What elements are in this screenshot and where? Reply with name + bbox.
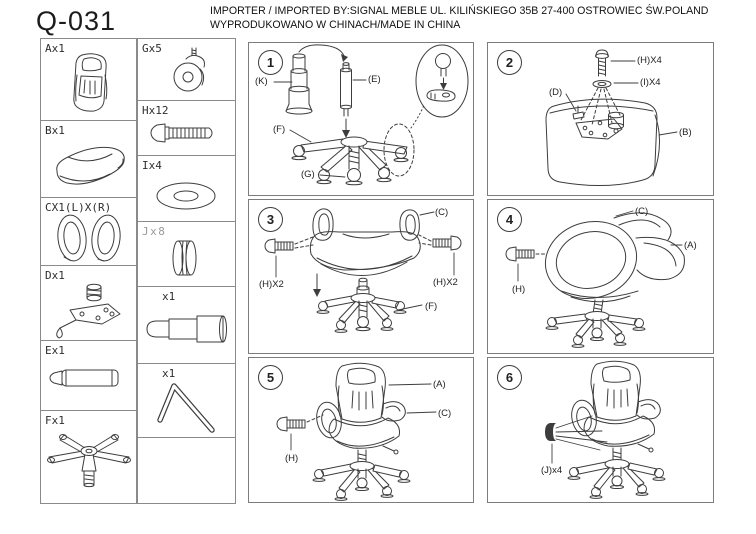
- callout-g: (G): [301, 169, 315, 180]
- allen-key-icon: [157, 383, 215, 433]
- step-number-badge: 1: [258, 50, 283, 75]
- part-cell-column-cover: x1: [137, 286, 236, 364]
- origin-line: WYPRODUKOWANO W CHINACH/MADE IN CHINA: [210, 18, 461, 31]
- callout-h-right: (H)X2: [433, 277, 458, 288]
- callout-f: (F): [273, 124, 286, 135]
- callout-h: (H)X4: [637, 55, 662, 66]
- callout-c: (C): [435, 207, 449, 218]
- part-label: Hx12: [142, 104, 169, 117]
- plug-icon: [172, 240, 197, 276]
- model-number: Q-031: [36, 6, 117, 36]
- step-4-diagram: [505, 210, 685, 348]
- part-cell-g: Gx5: [137, 38, 236, 101]
- bolt-icon: [150, 123, 213, 143]
- callout-h: (H): [512, 284, 526, 295]
- tilt-mechanism-icon: [56, 283, 121, 339]
- part-label: Ex1: [45, 344, 65, 357]
- step-6-panel: 6 (J)x4: [487, 357, 714, 503]
- step-number-badge: 2: [497, 50, 522, 75]
- step-5-diagram: [276, 362, 437, 501]
- part-cell-e: Ex1: [40, 340, 137, 411]
- step-3-panel: 3: [248, 199, 474, 354]
- five-star-base-icon: [47, 434, 131, 488]
- part-cell-i: Ix4: [137, 155, 236, 222]
- importer-header: IMPORTER / IMPORTED BY:SIGNAL MEBLE UL. …: [210, 5, 755, 32]
- part-cell-j: Jx8: [137, 221, 236, 287]
- part-label: x1: [162, 290, 176, 303]
- part-cell-allen-key: x1: [137, 363, 236, 438]
- callout-k: (K): [255, 76, 268, 87]
- step-6-diagram: [545, 360, 666, 499]
- part-label: Gx5: [142, 42, 162, 55]
- step-number-badge: 4: [497, 207, 522, 232]
- washer-icon: [156, 182, 216, 210]
- importer-line: IMPORTER / IMPORTED BY:SIGNAL MEBLE UL. …: [210, 5, 709, 17]
- part-cell-f: Fx1: [40, 410, 137, 504]
- armrest-pair-icon: [57, 214, 121, 262]
- callout-b: (B): [679, 127, 692, 138]
- callout-a: (A): [684, 240, 697, 251]
- step-2-diagram: [545, 49, 678, 187]
- part-label: Bx1: [45, 124, 65, 137]
- callout-d: (D): [549, 87, 563, 98]
- part-label: Fx1: [45, 414, 65, 427]
- part-label: CX1(L)X(R): [45, 201, 112, 214]
- step-4-panel: 4 (C) (A) (H): [487, 199, 714, 354]
- gas-lift-icon: [49, 369, 119, 387]
- callout-a: (A): [433, 379, 446, 390]
- callout-e: (E): [368, 74, 381, 85]
- step-number-badge: 5: [258, 365, 283, 390]
- step-3-diagram: [264, 208, 462, 333]
- part-label: x1: [162, 367, 176, 380]
- part-cell-d: Dx1: [40, 265, 137, 341]
- step-1-diagram: [273, 44, 469, 186]
- callout-h: (H): [285, 453, 299, 464]
- step-number-badge: 3: [258, 207, 283, 232]
- part-cell-b: Bx1: [40, 120, 137, 198]
- callout-j: (J)x4: [541, 465, 563, 476]
- part-cell-c: CX1(L)X(R): [40, 197, 137, 266]
- callout-c: (C): [635, 206, 649, 217]
- step-5-panel: 5: [248, 357, 474, 503]
- callout-f: (F): [425, 301, 438, 312]
- part-label: Ix4: [142, 159, 162, 172]
- step-1-panel: 1: [248, 42, 474, 196]
- callout-i: (I)X4: [640, 77, 661, 88]
- callout-c: (C): [438, 408, 452, 419]
- seat-cushion-icon: [56, 146, 125, 185]
- column-cover-icon: [146, 315, 227, 343]
- part-cell-a: Ax1: [40, 38, 137, 121]
- part-label: Dx1: [45, 269, 65, 282]
- part-cell-h: Hx12: [137, 100, 236, 156]
- callout-h-left: (H)X2: [259, 279, 284, 290]
- part-label: Ax1: [45, 42, 65, 55]
- backrest-icon: [73, 53, 108, 112]
- step-number-badge: 6: [497, 365, 522, 390]
- caster-icon: [173, 47, 205, 92]
- part-label: Jx8: [142, 225, 167, 238]
- step-2-panel: 2 (H)X4 (I)X4 (D) (B): [487, 42, 714, 196]
- part-cell-empty: [137, 437, 236, 504]
